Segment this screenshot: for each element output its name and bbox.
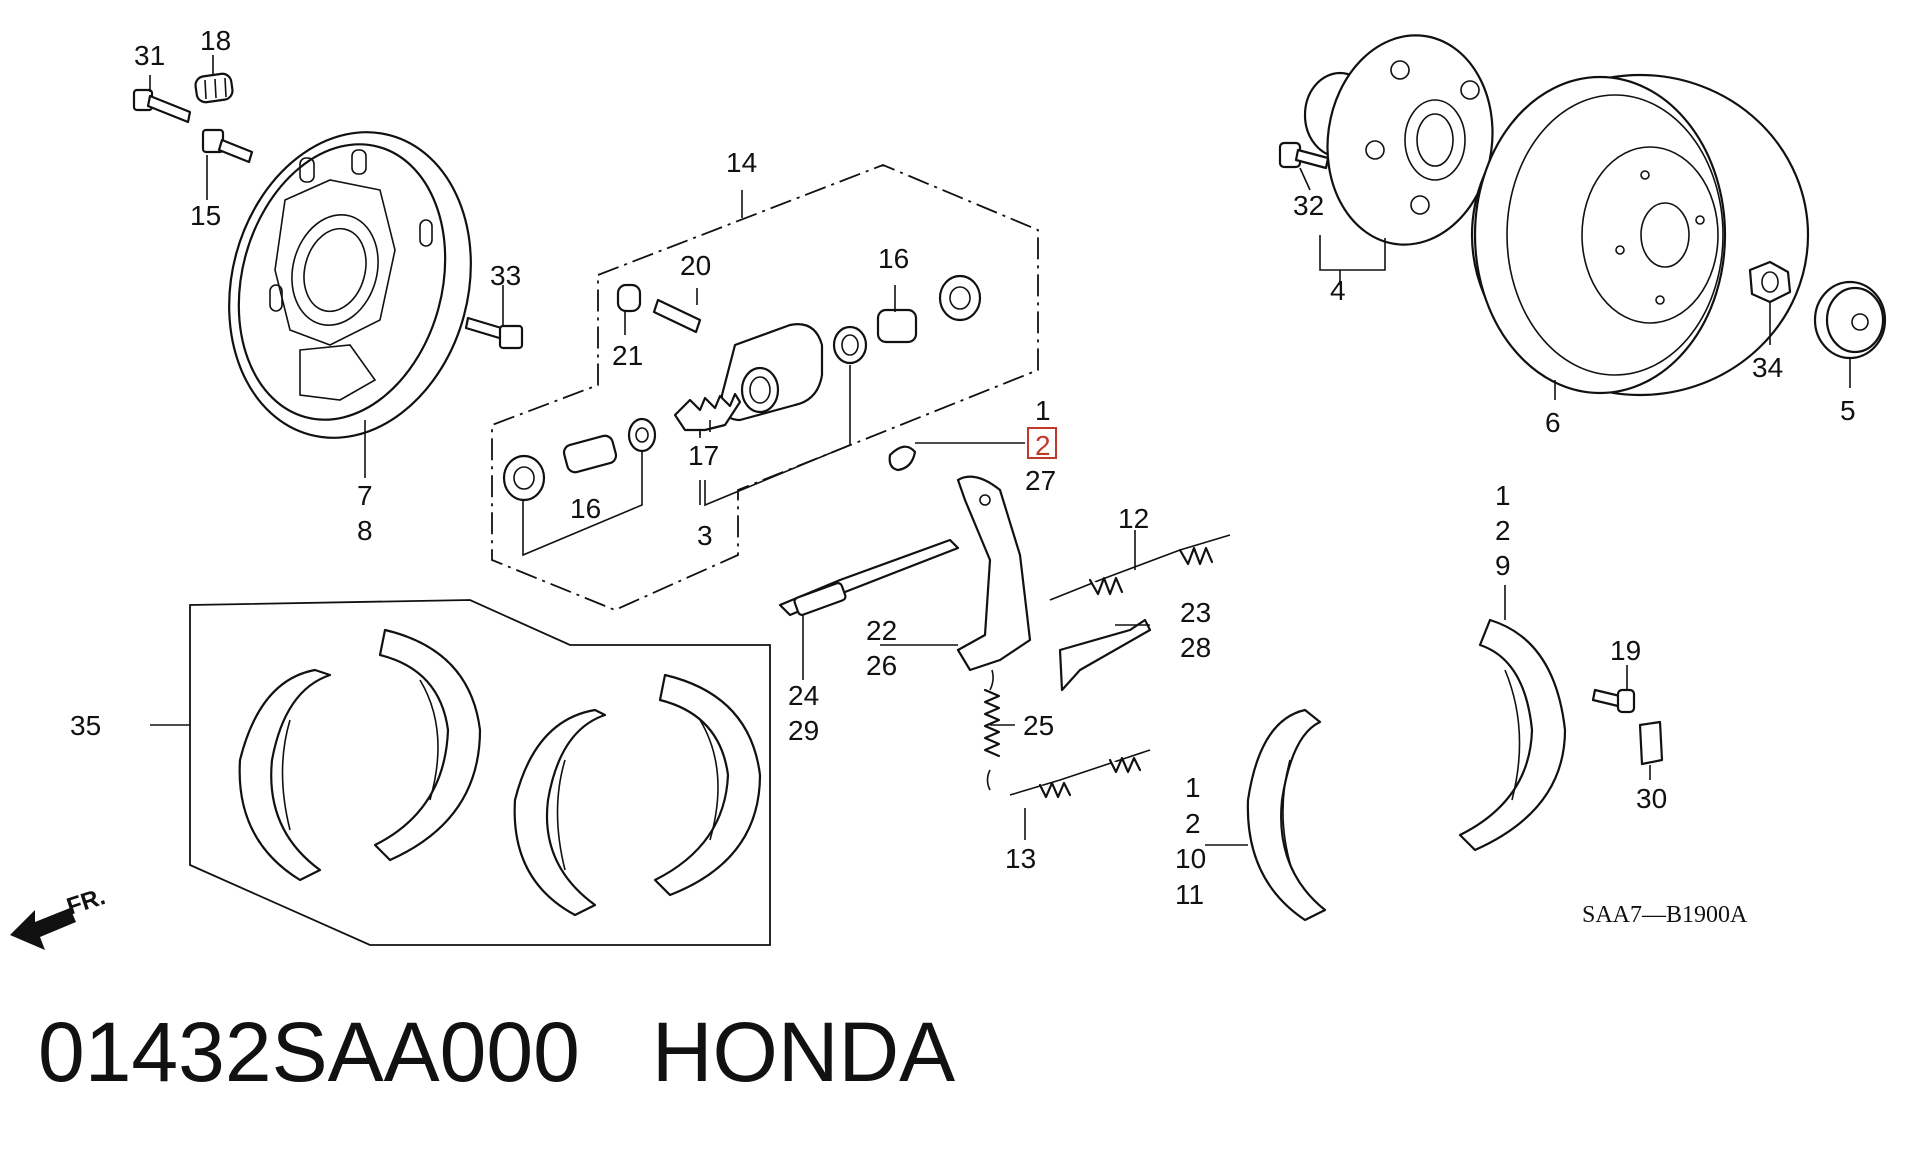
callout-34: 34 — [1752, 352, 1783, 383]
callout-35: 35 — [70, 710, 101, 741]
wheel-cylinder-3 — [720, 323, 824, 422]
spring-12 — [1049, 534, 1231, 601]
callout-18: 18 — [200, 25, 231, 56]
part-number: 01432SAA000 — [38, 1005, 580, 1099]
callout-12: 12 — [1118, 503, 1149, 534]
spring-17 — [673, 392, 742, 432]
bolt-15 — [201, 128, 254, 164]
cup-left — [627, 417, 657, 453]
callout-3: 3 — [697, 520, 713, 551]
callout-29: 29 — [788, 715, 819, 746]
adjuster-24 — [778, 538, 960, 617]
callout-13: 13 — [1005, 843, 1036, 874]
callout-8: 8 — [357, 515, 373, 546]
piston-16-right — [876, 308, 918, 344]
callout-19: 19 — [1610, 635, 1641, 666]
callout-17: 17 — [688, 440, 719, 471]
callout-26: 26 — [866, 650, 897, 681]
bolt-33 — [464, 316, 524, 350]
bolt-32 — [1278, 141, 1330, 170]
brand-name: HONDA — [651, 1005, 956, 1099]
shoe-1 — [238, 668, 332, 882]
callout-16-left: 16 — [570, 493, 601, 524]
callout-28: 28 — [1180, 632, 1211, 663]
callout-27: 27 — [1025, 465, 1056, 496]
spring-25 — [983, 669, 1001, 791]
group-outline-35 — [189, 599, 771, 946]
callout-25: 25 — [1023, 710, 1054, 741]
callout-20: 20 — [680, 250, 711, 281]
lever-22 — [956, 475, 1032, 672]
callout-22: 22 — [866, 615, 897, 646]
piston-16-left — [562, 434, 618, 474]
highlight-box — [1027, 427, 1057, 459]
clip-30 — [1638, 720, 1664, 766]
shoe-10 — [1246, 708, 1327, 922]
bleeder-screw-20 — [652, 298, 702, 334]
brake-drum-6 — [1470, 73, 1810, 397]
callout-9: 9 — [1495, 550, 1511, 581]
shoe-4 — [653, 673, 762, 897]
nut-34 — [1748, 260, 1792, 304]
shoe-9 — [1458, 618, 1567, 852]
callout-2-right: 2 — [1495, 515, 1511, 546]
front-arrow-label: FR. — [64, 883, 109, 921]
callout-21: 21 — [612, 340, 643, 371]
callout-33: 33 — [490, 260, 521, 291]
grommet-18 — [194, 72, 234, 104]
callout-1-right: 1 — [1495, 480, 1511, 511]
boot-right — [938, 274, 982, 322]
callout-32: 32 — [1293, 190, 1324, 221]
callout-10: 10 — [1175, 843, 1206, 874]
callout-14: 14 — [726, 147, 757, 178]
callout-31: 31 — [134, 40, 165, 71]
backing-plate — [228, 131, 472, 439]
callout-1-top: 1 — [1035, 395, 1051, 426]
strut-23 — [1058, 618, 1152, 692]
callout-7: 7 — [357, 480, 373, 511]
callout-15: 15 — [190, 200, 221, 231]
pin-19 — [1591, 688, 1636, 714]
shoe-3 — [513, 708, 607, 917]
callout-4: 4 — [1330, 275, 1346, 306]
callout-24: 24 — [788, 680, 819, 711]
front-arrow-icon: FR. — [10, 883, 109, 950]
cap-5 — [1813, 280, 1887, 360]
callout-5: 5 — [1840, 395, 1856, 426]
cap-21 — [616, 283, 642, 313]
callouts: 31 18 15 33 7 8 14 20 21 16 16 17 3 1 2 … — [70, 25, 1856, 910]
callout-30: 30 — [1636, 783, 1667, 814]
cup-right — [832, 325, 868, 365]
callout-2-mid: 2 — [1185, 808, 1201, 839]
leader-lines — [149, 55, 1851, 846]
callout-1-mid: 1 — [1185, 772, 1201, 803]
clip-27 — [888, 445, 917, 472]
callout-2-highlighted: 2 — [1035, 430, 1051, 461]
diagram-code: SAA7—B1900A — [1582, 902, 1748, 928]
callout-11: 11 — [1175, 879, 1204, 910]
shoe-2 — [373, 628, 482, 862]
callout-16-right: 16 — [878, 243, 909, 274]
group-outline-14 — [491, 164, 1039, 611]
spring-13 — [1009, 749, 1151, 799]
bolt-31 — [132, 88, 192, 124]
boot-left — [502, 454, 546, 502]
callout-23: 23 — [1180, 597, 1211, 628]
hub-4 — [1303, 34, 1494, 246]
callout-6: 6 — [1545, 407, 1561, 438]
